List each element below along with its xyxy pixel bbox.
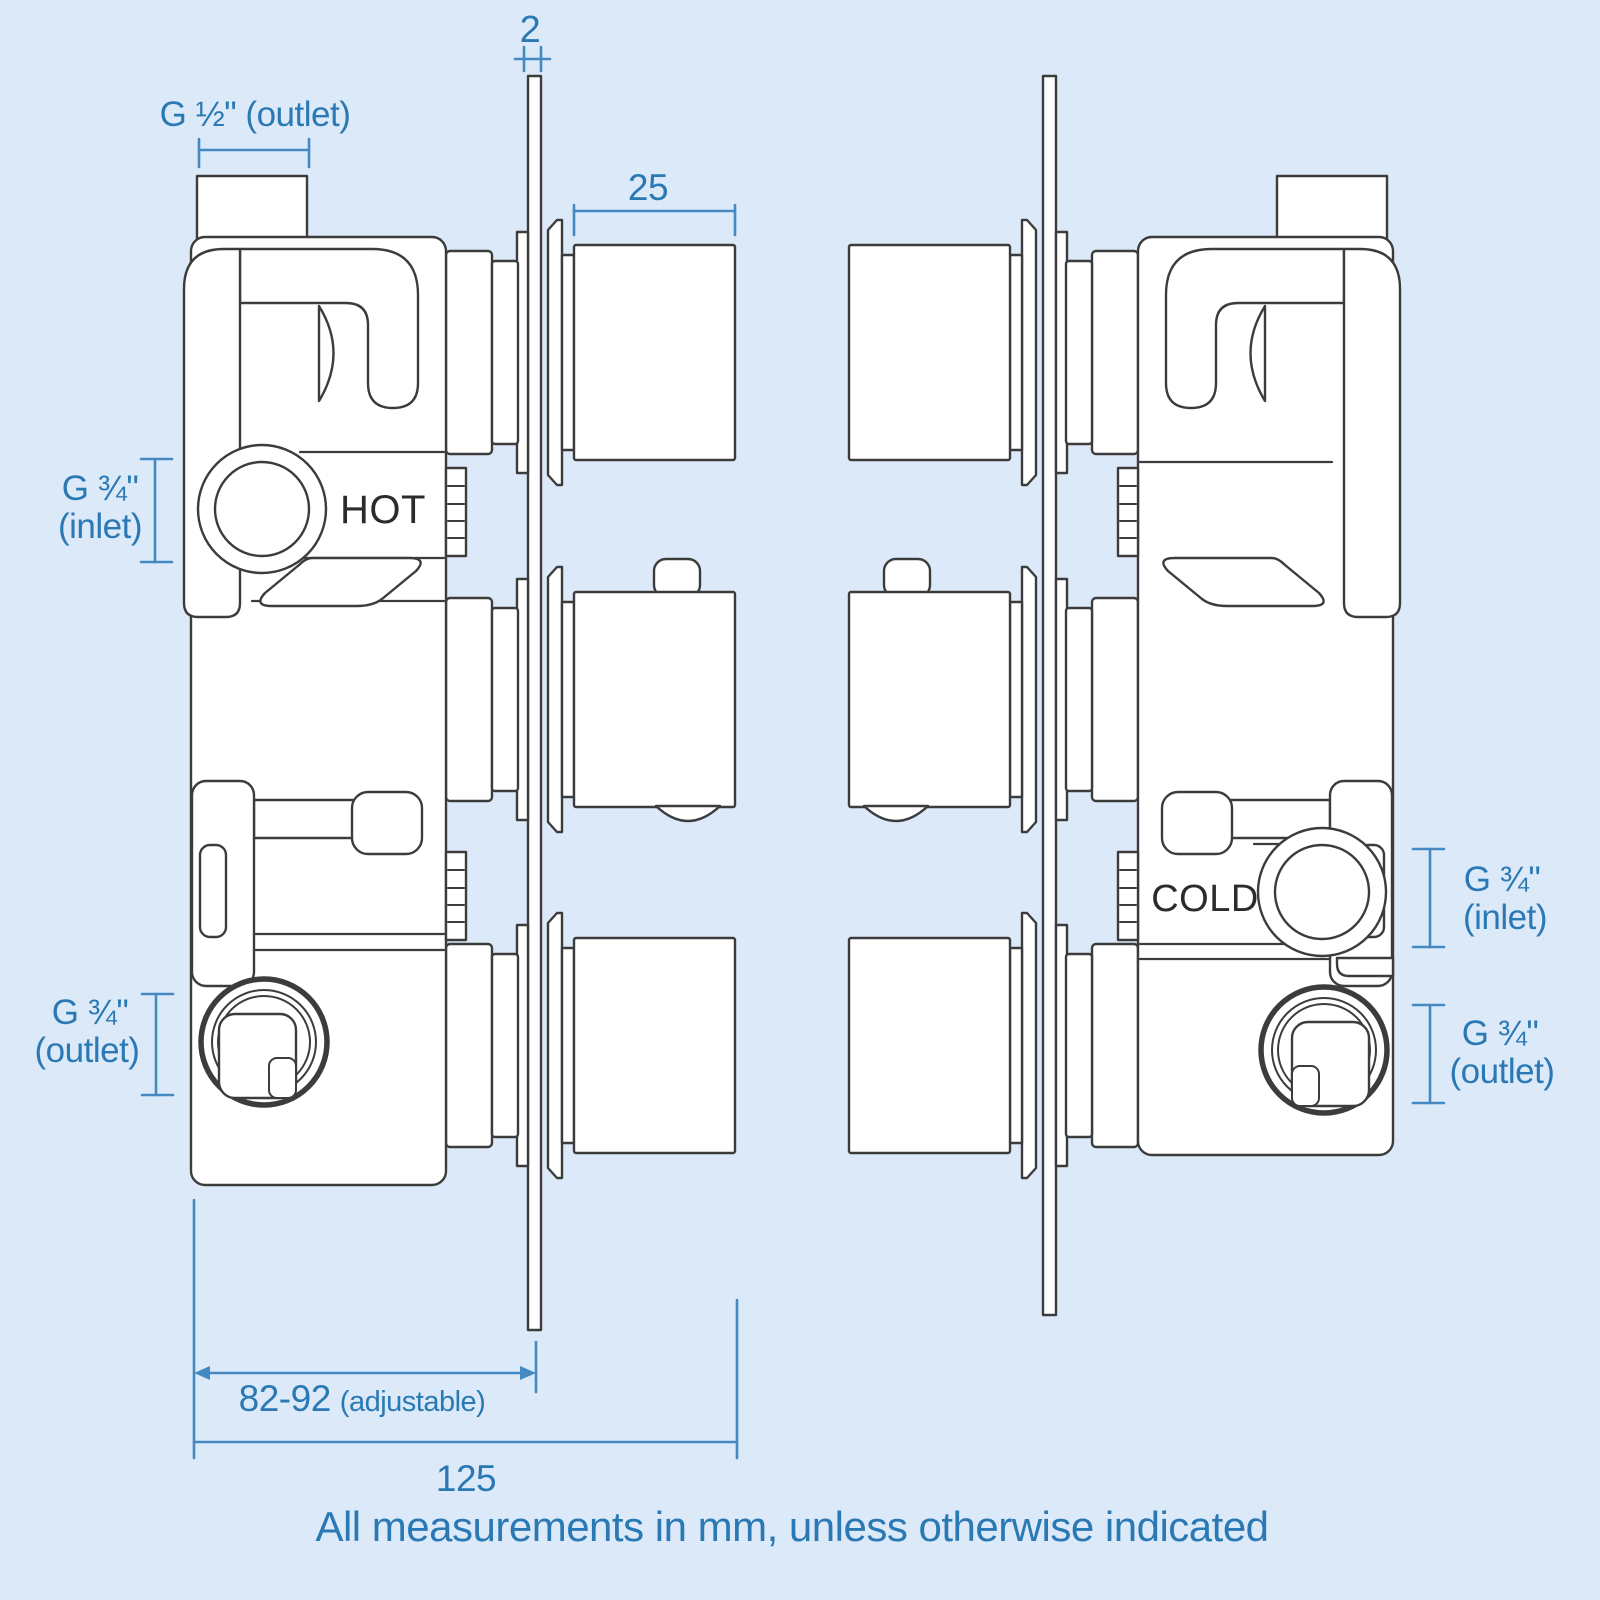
middle-knob-assembly	[444, 565, 737, 834]
cold-label: COLD	[1151, 878, 1259, 920]
figure-right-cold-view	[847, 74, 1402, 1317]
dim-right-inlet-line2: (inlet)	[1463, 898, 1547, 937]
dim-adjustable-label: 82-92(adjustable)	[239, 1378, 486, 1419]
dim-right-outlet: G ¾" (outlet)	[1411, 1003, 1555, 1105]
dim-adjustable: 82-92(adjustable)	[192, 1198, 538, 1460]
dim-plate-thickness-value: 2	[520, 9, 541, 51]
bottom-outlet-step	[268, 1057, 297, 1099]
dim-left-outlet-line2: (outlet)	[35, 1031, 140, 1070]
dim-left-inlet-line2: (inlet)	[58, 507, 142, 546]
dim-right-outlet-line1: G ¾"	[1462, 1014, 1539, 1053]
top-knob-assembly	[444, 218, 737, 487]
middle-knob-notch	[862, 804, 930, 823]
bottom-outlet-step	[1291, 1065, 1320, 1107]
dim-overall-width-value: 125	[436, 1458, 496, 1499]
footer-note: All measurements in mm, unless otherwise…	[315, 1503, 1268, 1550]
dim-plate-thickness: 2	[513, 9, 552, 73]
lower-thread-ribs	[444, 850, 468, 942]
bottom-knob-assembly	[847, 911, 1140, 1180]
lower-thread-ribs	[1116, 850, 1140, 942]
dim-left-inlet: G ¾" (inlet)	[58, 457, 174, 564]
dim-top-outlet: G ½" (outlet)	[160, 95, 351, 169]
middle-knob-assembly	[847, 565, 1140, 834]
dim-left-outlet: G ¾" (outlet)	[35, 992, 175, 1097]
cold-inlet-bore	[1273, 843, 1371, 941]
dim-left-outlet-line1: G ¾"	[52, 993, 129, 1032]
wall-plate	[526, 74, 543, 1332]
dim-knob-depth: 25	[572, 167, 737, 237]
dim-knob-depth-value: 25	[628, 167, 668, 208]
bottom-knob-assembly	[444, 911, 737, 1180]
dim-right-inlet-line1: G ¾"	[1464, 860, 1541, 899]
hot-inlet-bore	[213, 460, 311, 558]
hot-label: HOT	[340, 488, 426, 532]
upper-thread-ribs	[444, 466, 468, 558]
wall-plate	[1041, 74, 1058, 1317]
dim-overall-width: 125	[192, 1298, 739, 1499]
outlet-shoulder-step	[1335, 956, 1395, 978]
middle-knob-notch	[654, 804, 722, 823]
upper-thread-ribs	[1116, 466, 1140, 558]
dim-right-inlet: G ¾" (inlet)	[1411, 847, 1548, 949]
figure-left-hot-view: HOT	[182, 74, 737, 1332]
dim-top-outlet-label: G ½" (outlet)	[160, 95, 351, 134]
dim-left-inlet-line1: G ¾"	[62, 469, 139, 508]
top-knob-assembly	[847, 218, 1140, 487]
dim-right-outlet-line2: (outlet)	[1450, 1052, 1555, 1091]
